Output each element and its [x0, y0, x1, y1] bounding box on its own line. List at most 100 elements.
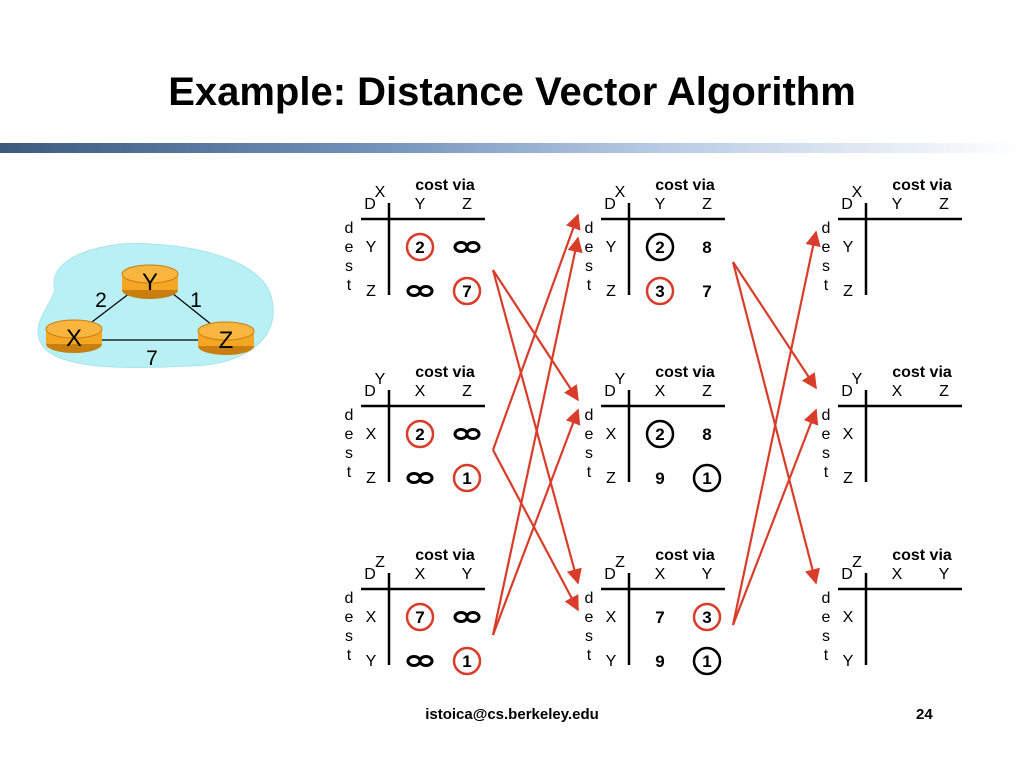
- table-node-label: X: [375, 184, 386, 201]
- cost-via-label: cost via: [655, 364, 715, 381]
- dest-letter: s: [822, 628, 830, 645]
- cost-highlight-circle: [452, 463, 482, 493]
- cost-via-label: cost via: [415, 364, 475, 381]
- dest-row-label: Y: [366, 653, 377, 670]
- cost-value: 2: [415, 238, 424, 257]
- dest-row-label: Z: [843, 283, 853, 300]
- via-column-header: Z: [939, 196, 949, 213]
- dest-header-label: D: [604, 383, 616, 400]
- dest-letter: d: [822, 220, 831, 237]
- page-number: 24: [916, 706, 933, 723]
- dest-letter: s: [822, 258, 830, 275]
- cost-value: 9: [655, 469, 664, 488]
- via-column-header: X: [892, 566, 903, 583]
- dest-letter: d: [345, 407, 354, 424]
- router-y-label: Y: [142, 269, 158, 296]
- dest-letter: t: [347, 277, 352, 294]
- via-column-header: X: [655, 566, 666, 583]
- dest-letter: t: [347, 464, 352, 481]
- edge-cost-x-z: 7: [146, 347, 158, 370]
- cost-highlight-circle: [645, 419, 675, 449]
- via-column-header: X: [415, 383, 426, 400]
- dest-row-label: Z: [366, 283, 376, 300]
- dest-letter: d: [585, 590, 594, 607]
- dest-row-label: Y: [843, 653, 854, 670]
- via-column-header: Z: [462, 383, 472, 400]
- cost-highlight-circle: [452, 646, 482, 676]
- cost-via-label: cost via: [655, 547, 715, 564]
- update-arrows: [491, 213, 821, 636]
- dest-letter: e: [822, 239, 831, 256]
- dest-row-label: X: [843, 426, 854, 443]
- cost-value: 3: [655, 282, 664, 301]
- cost-via-label: cost via: [415, 547, 475, 564]
- dest-letter: e: [822, 609, 831, 626]
- cost-via-label: cost via: [892, 547, 952, 564]
- dest-header-label: D: [841, 383, 853, 400]
- dest-row-label: X: [606, 609, 617, 626]
- dest-row-label: X: [366, 426, 377, 443]
- dest-letter: s: [585, 258, 593, 275]
- dest-header-label: D: [841, 566, 853, 583]
- dest-header-label: D: [604, 566, 616, 583]
- dest-row-label: Y: [606, 653, 617, 670]
- cost-highlight-circle: [692, 646, 722, 676]
- via-column-header: Y: [892, 196, 903, 213]
- cost-highlight-circle: [692, 602, 722, 632]
- arrow-y1-to-x2: [491, 213, 581, 451]
- dest-letter: s: [585, 628, 593, 645]
- dest-row-label: Z: [843, 470, 853, 487]
- table-node-label: Z: [375, 554, 385, 571]
- cost-highlight-circle: [645, 232, 675, 262]
- dest-header-label: D: [364, 196, 376, 213]
- infinity-icon: [453, 611, 481, 623]
- arrow-z2-to-y3: [731, 408, 819, 626]
- cost-value: 1: [702, 652, 711, 671]
- dest-row-label: Z: [606, 470, 616, 487]
- dest-row-label: X: [606, 426, 617, 443]
- cost-value: 1: [462, 469, 471, 488]
- via-column-header: Z: [939, 383, 949, 400]
- router-y: Y: [121, 264, 179, 299]
- arrow-y1-to-z2: [492, 449, 579, 612]
- link-y-z: [171, 292, 213, 326]
- dest-letter: t: [587, 647, 592, 664]
- via-column-header: Z: [702, 383, 712, 400]
- arrow-x1-to-z2: [491, 269, 582, 585]
- cost-via-label: cost via: [892, 177, 952, 194]
- dest-row-label: Y: [606, 239, 617, 256]
- dest-letter: d: [585, 220, 594, 237]
- dest-letter: s: [345, 445, 353, 462]
- dest-row-label: X: [843, 609, 854, 626]
- dest-letter: e: [345, 426, 354, 443]
- via-column-header: Y: [462, 566, 473, 583]
- router-z-label: Z: [219, 327, 234, 354]
- dest-letter: t: [347, 647, 352, 664]
- cost-via-label: cost via: [655, 177, 715, 194]
- dest-row-label: Y: [843, 239, 854, 256]
- table-node-label: Z: [852, 554, 862, 571]
- via-column-header: X: [415, 566, 426, 583]
- cost-value: 1: [702, 469, 711, 488]
- via-column-header: Y: [415, 196, 426, 213]
- via-column-header: Y: [702, 566, 713, 583]
- infinity-icon: [406, 285, 434, 297]
- cost-value: 7: [462, 282, 471, 301]
- dest-letter: s: [822, 445, 830, 462]
- table-node-label: Y: [375, 371, 386, 388]
- dest-letter: s: [585, 445, 593, 462]
- dest-header-label: D: [364, 383, 376, 400]
- via-column-header: Z: [462, 196, 472, 213]
- table-node-label: Y: [615, 371, 626, 388]
- dest-letter: t: [587, 277, 592, 294]
- cost-value: 3: [702, 608, 711, 627]
- dest-letter: s: [345, 628, 353, 645]
